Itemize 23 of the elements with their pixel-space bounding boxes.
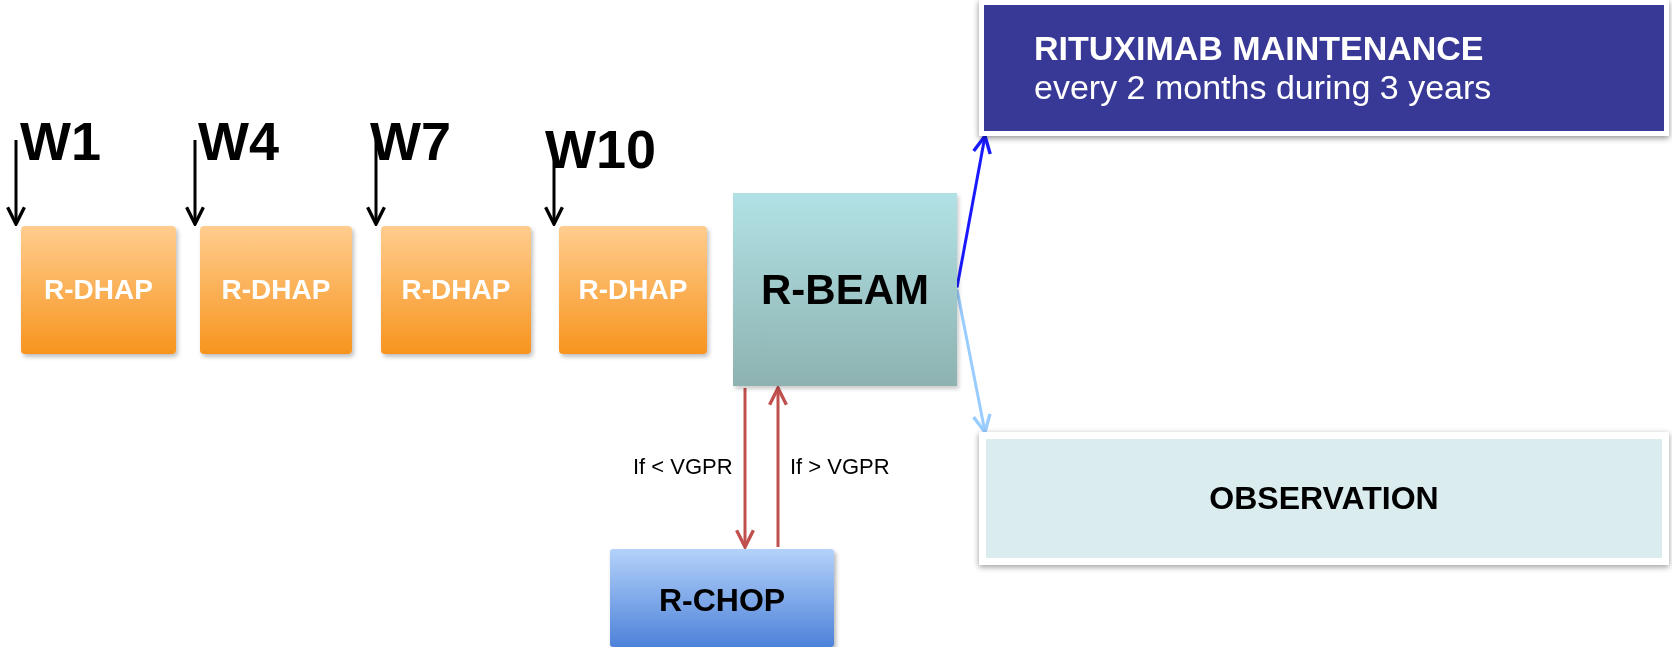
arrow (5, 140, 27, 226)
box-title: R-DHAP (44, 274, 153, 306)
box-title: OBSERVATION (1209, 480, 1439, 517)
chemo-cycle-box (559, 226, 707, 354)
week-label: W1 (20, 110, 101, 172)
chemo-cycle-box (381, 226, 531, 354)
arrow (184, 140, 206, 226)
box-title: R-DHAP (578, 274, 688, 306)
arrow (734, 388, 756, 549)
box-title: R-DHAP (221, 274, 331, 306)
chemo-cycle-box (21, 226, 176, 354)
arrow (767, 386, 789, 547)
box-title: RITUXIMAB MAINTENANCE (1034, 29, 1484, 68)
box-subtitle: every 2 months during 3 years (1034, 68, 1492, 107)
week-label: W10 (545, 118, 657, 180)
chemo-cycle-box (200, 226, 352, 354)
treatment-box (733, 193, 957, 386)
treatment-box (610, 549, 834, 647)
week-label: W4 (198, 110, 279, 172)
box-title: R-DHAP (401, 274, 511, 306)
box-title: R-CHOP (658, 581, 786, 619)
week-label: W7 (370, 110, 451, 172)
box-title: R-BEAM (761, 265, 929, 314)
